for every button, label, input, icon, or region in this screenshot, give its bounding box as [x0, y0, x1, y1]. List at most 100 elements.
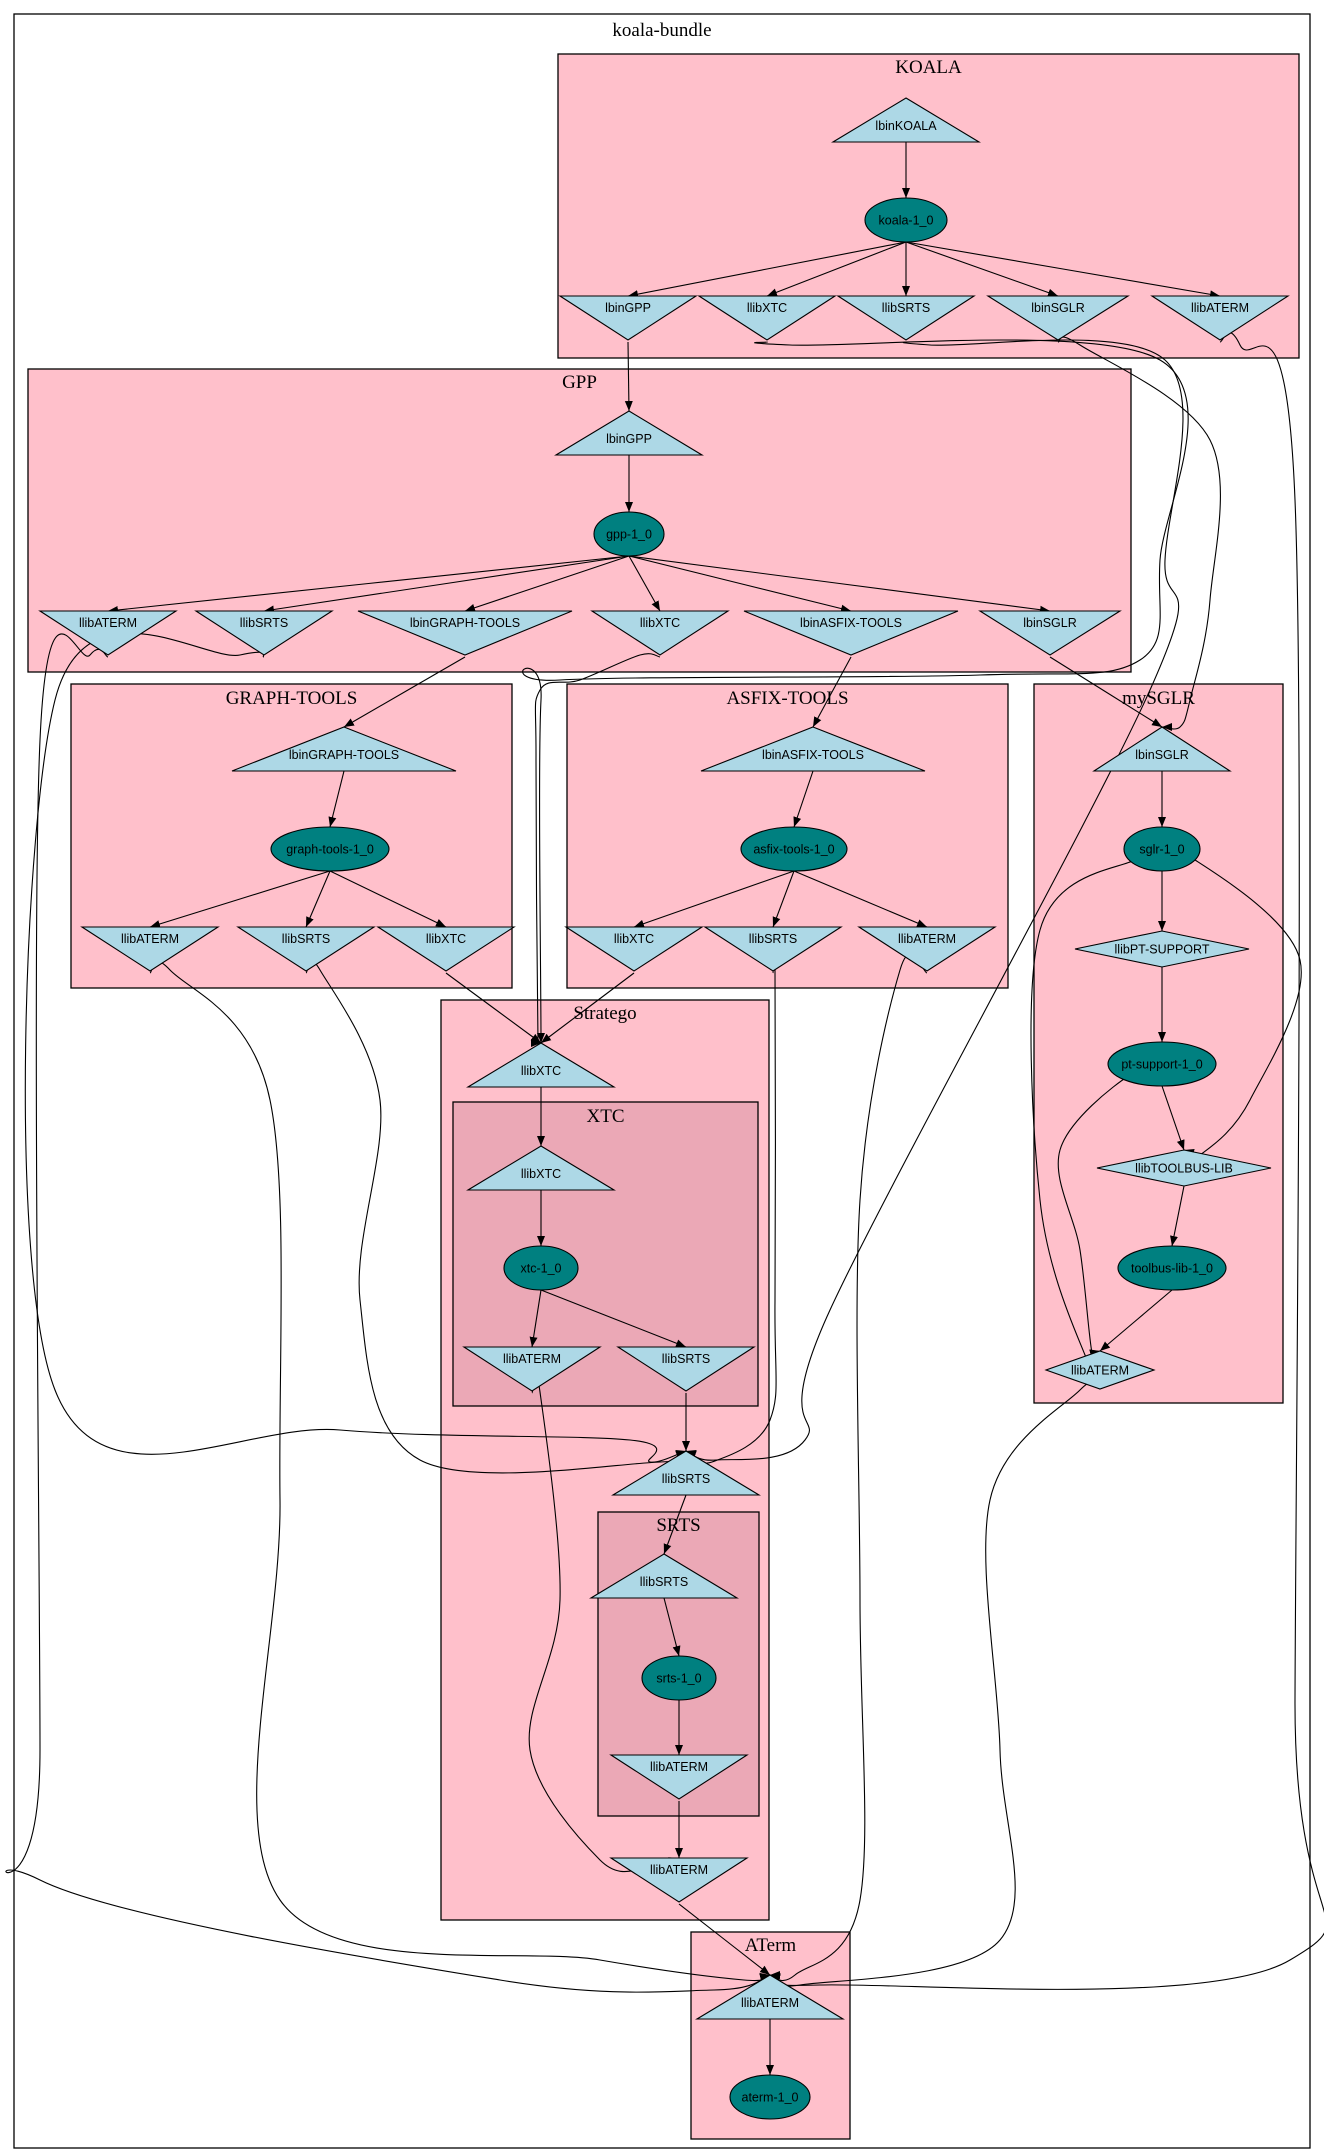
node-s_aterm-triangle-down: [609, 1754, 749, 1800]
node-label-g_pkg: gpp-1_0: [606, 528, 652, 542]
edge-k_sglr-to-sg_bin: [1057, 336, 1221, 732]
edge-sg_aterm-to-at_aterm: [769, 1381, 1101, 1987]
node-label-g_aterm: llibATERM: [79, 616, 137, 630]
cluster-label-srts: SRTS: [656, 1515, 700, 1536]
edge-af_xtc-to-st_xtc: [540, 972, 635, 1044]
edge-gt_bin-to-gt_pkg: [328, 770, 345, 828]
node-g_bin-triangle-up: [554, 410, 704, 456]
edge-g_pkg-to-g_graph: [464, 555, 630, 612]
cluster-label-graphtools: GRAPH-TOOLS: [226, 688, 358, 709]
node-gt_pkg-ellipse: [270, 826, 390, 872]
node-st_aterm-triangle-down: [609, 1857, 749, 1903]
node-sg_bin-triangle-up: [1092, 726, 1232, 772]
node-af_srts-triangle-down: [703, 926, 843, 972]
node-sg_pkg-ellipse: [1123, 826, 1201, 872]
node-label-s_aterm: llibATERM: [650, 1760, 708, 1774]
edge-st_aterm-to-at_aterm: [678, 1903, 771, 1976]
edge-k_aterm-to-at_aterm: [765, 332, 1324, 1990]
edge-k_pkg-to-k_gpp: [627, 241, 907, 299]
edge-k_pkg-to-k_xtc: [766, 241, 907, 297]
node-k_pkg-ellipse: [864, 197, 948, 243]
node-label-x_srts: llibSRTS: [662, 1352, 710, 1366]
node-label-af_srts: llibSRTS: [749, 932, 797, 946]
edge-k_gpp-to-g_bin: [624, 341, 633, 412]
node-label-g_asfix: lbinASFIX-TOOLS: [800, 616, 902, 630]
edge-sg_ptpkg-to-sg_tb: [1161, 1085, 1185, 1151]
node-label-k_sglr: lbinSGLR: [1031, 301, 1085, 315]
edge-g_pkg-to-g_xtc: [628, 555, 661, 612]
node-label-gt_bin: lbinGRAPH-TOOLS: [289, 748, 399, 762]
cluster-label-xtc: XTC: [587, 1106, 625, 1127]
node-label-at_pkg: aterm-1_0: [742, 2091, 799, 2105]
node-g_graph-triangle-down: [357, 610, 573, 656]
node-x_pkg-ellipse: [503, 1245, 579, 1291]
edge-gt_xtc-to-st_xtc: [445, 972, 542, 1044]
node-k_sglr-triangle-down: [986, 295, 1130, 341]
node-af_aterm-triangle-down: [857, 926, 997, 972]
cluster-label-gpp: GPP: [562, 372, 597, 393]
node-label-g_sglr: lbinSGLR: [1023, 616, 1077, 630]
cluster-label-asfix: ASFIX-TOOLS: [726, 688, 848, 709]
node-label-gt_pkg: graph-tools-1_0: [286, 843, 374, 857]
node-sg_aterm-diamond: [1044, 1350, 1156, 1390]
node-label-k_pkg: koala-1_0: [879, 214, 934, 228]
node-sg_tb-diamond: [1096, 1149, 1272, 1187]
node-label-s_pkg: srts-1_0: [656, 1672, 701, 1686]
node-gt_bin-triangle-up: [231, 726, 457, 772]
edge-g_pkg-to-g_sglr: [628, 555, 1051, 614]
node-gt_xtc-triangle-down: [376, 926, 516, 972]
node-at_aterm-triangle-up: [695, 1974, 845, 2020]
node-label-k_xtc: llibXTC: [747, 301, 787, 315]
edge-x_pkg-to-x_aterm: [529, 1289, 542, 1348]
node-label-k_bin: lbinKOALA: [875, 119, 937, 133]
node-s_pkg-ellipse: [641, 1655, 717, 1701]
edge-g_graph-to-gt_bin: [343, 656, 466, 728]
edge-gt_aterm-to-at_aterm: [149, 960, 771, 1982]
node-label-st_xtc: llibXTC: [521, 1064, 561, 1078]
node-label-gt_xtc: llibXTC: [426, 932, 466, 946]
edge-gt_pkg-to-gt_srts: [305, 870, 331, 928]
node-label-gt_srts: llibSRTS: [282, 932, 330, 946]
cluster-label-root: koala-bundle: [612, 20, 711, 41]
node-af_bin-triangle-up: [700, 726, 926, 772]
node-k_aterm-triangle-down: [1150, 295, 1290, 341]
cluster-label-mysglr: mySGLR: [1122, 688, 1195, 709]
node-label-g_graph: lbinGRAPH-TOOLS: [410, 616, 520, 630]
edge-af_pkg-to-af_aterm: [793, 870, 928, 928]
node-g_aterm-triangle-down: [38, 610, 178, 656]
node-label-sg_pkg: sglr-1_0: [1139, 843, 1184, 857]
node-label-sg_tb: llibTOOLBUS-LIB: [1135, 1162, 1233, 1176]
edge-gt_pkg-to-gt_xtc: [329, 870, 447, 928]
node-g_pkg-ellipse: [593, 511, 665, 557]
node-label-x_xtc: llibXTC: [521, 1167, 561, 1181]
node-g_srts-triangle-down: [194, 610, 334, 656]
node-gt_aterm-triangle-down: [80, 926, 220, 972]
node-k_gpp-triangle-down: [558, 295, 698, 341]
cluster-gpp: [27, 368, 1132, 673]
node-gt_srts-triangle-down: [236, 926, 376, 972]
node-label-k_gpp: lbinGPP: [605, 301, 651, 315]
node-sg_ptpkg-ellipse: [1107, 1041, 1217, 1087]
node-x_srts-triangle-down: [616, 1346, 756, 1392]
node-at_pkg-ellipse: [729, 2074, 811, 2120]
node-label-sg_bin: lbinSGLR: [1135, 748, 1189, 762]
edge-k_srts-to-st_srts: [685, 339, 1184, 1461]
node-label-at_aterm: llibATERM: [741, 1996, 799, 2010]
node-st_srts-triangle-up: [611, 1450, 761, 1496]
node-g_sglr-triangle-down: [978, 610, 1122, 656]
node-label-af_xtc: llibXTC: [614, 932, 654, 946]
edge-s_srts-to-s_pkg: [663, 1597, 681, 1657]
edge-af_aterm-to-at_aterm: [769, 953, 928, 1982]
node-label-st_srts: llibSRTS: [662, 1472, 710, 1486]
edge-g_pkg-to-g_asfix: [628, 555, 852, 613]
cluster-label-aterm: ATerm: [745, 1935, 797, 1956]
node-label-gt_aterm: llibATERM: [121, 932, 179, 946]
edge-st_srts-to-s_srts: [663, 1494, 687, 1555]
node-label-g_xtc: llibXTC: [640, 616, 680, 630]
node-st_xtc-triangle-up: [466, 1042, 616, 1088]
edge-sg_tbpkg-to-sg_aterm: [1099, 1289, 1173, 1352]
node-k_srts-triangle-down: [836, 295, 976, 341]
node-s_srts-triangle-up: [589, 1553, 739, 1599]
node-af_pkg-ellipse: [740, 826, 848, 872]
